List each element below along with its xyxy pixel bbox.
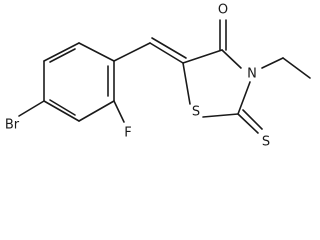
thiazolidine-ring <box>182 49 251 118</box>
bond <box>202 113 239 118</box>
bond <box>43 100 80 122</box>
bond-ch2-ch3 <box>282 57 311 79</box>
thione-sulfur-atom-label: S <box>262 135 270 150</box>
bond <box>43 42 80 62</box>
nitrogen-atom-label: N <box>247 67 257 82</box>
fluorine-atom-label: F <box>124 126 131 141</box>
bond-n-ch2 <box>261 57 284 69</box>
bond-ring-ch <box>113 42 151 62</box>
double-bond-inner <box>49 99 76 116</box>
double-bond-exocyclic <box>151 37 187 59</box>
bond <box>221 49 242 69</box>
double-bond-exocyclic <box>149 42 184 64</box>
bond <box>237 81 251 115</box>
molecule-structure: O N S S Br F <box>5 3 311 150</box>
bond-c-f <box>113 100 125 123</box>
benzene-ring <box>43 42 115 122</box>
oxygen-atom-label: O <box>218 3 228 18</box>
double-bond-inner <box>49 48 76 63</box>
bond <box>182 49 223 64</box>
bond <box>78 100 115 122</box>
bond-c-br <box>18 100 45 117</box>
double-bond-cs <box>242 109 263 130</box>
double-bond-cs <box>237 113 259 134</box>
bond <box>182 62 191 105</box>
bond <box>78 42 115 62</box>
ring-sulfur-atom-label: S <box>192 105 200 120</box>
bromine-atom-label: Br <box>5 118 20 133</box>
